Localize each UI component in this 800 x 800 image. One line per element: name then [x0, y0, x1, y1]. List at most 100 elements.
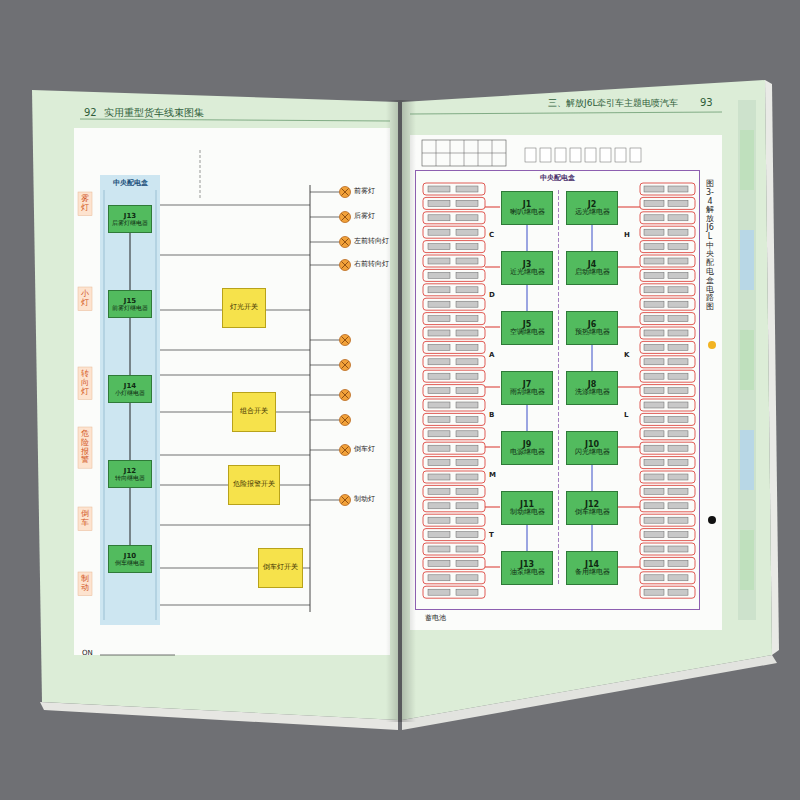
- wire: [617, 507, 640, 508]
- part-label: 右前转向灯: [354, 261, 389, 268]
- fuse-symbol: [644, 272, 664, 278]
- category-cell: [78, 367, 92, 399]
- fuse-symbol: [668, 517, 688, 523]
- wire: [485, 447, 500, 448]
- fuse-box-band: 中央配电盒J13后雾灯继电器J15前雾灯继电器J14小灯继电器J12转向继电器J…: [100, 175, 160, 625]
- fuse-loop: [423, 485, 485, 497]
- fuse-symbol: [644, 402, 664, 408]
- fuse-symbol: [428, 244, 450, 250]
- fuse-loop: [640, 356, 695, 368]
- right-content-area: [410, 135, 722, 630]
- switch-box: 灯光开关: [222, 288, 266, 328]
- fuse-symbol: [428, 546, 450, 552]
- lamp-symbol: [340, 495, 351, 506]
- fuse-symbol: [456, 474, 478, 480]
- fuse-loop: [640, 212, 695, 224]
- fuse-symbol: [456, 316, 478, 322]
- node-text: 洗涤继电器: [575, 389, 610, 396]
- fuse-loop: [640, 485, 695, 497]
- wire: [617, 387, 640, 388]
- fuse-symbol: [456, 287, 478, 293]
- wire-connector: [527, 525, 528, 551]
- fuse-loop: [423, 370, 485, 382]
- fuse-symbol: [644, 517, 664, 523]
- fuse-loop: [423, 514, 485, 526]
- wire: [310, 500, 340, 501]
- node-text: 危险报警开关: [233, 481, 275, 488]
- fuse-symbol: [668, 373, 688, 379]
- page-tab: [740, 330, 754, 390]
- fuse-symbol: [668, 229, 688, 235]
- node-text: J10: [585, 440, 599, 449]
- connector-pin: [630, 148, 641, 162]
- fuse-symbol: [456, 460, 478, 466]
- category-cell: [78, 507, 92, 531]
- marker-dot: [708, 516, 716, 524]
- fuse-symbol: [644, 229, 664, 235]
- fuse-symbol: [428, 200, 450, 206]
- wire: [617, 447, 640, 448]
- node-text: 油泵继电器: [510, 569, 545, 576]
- fuse-loop: [423, 572, 485, 584]
- fuse-symbol: [428, 445, 450, 451]
- fuse-symbol: [456, 330, 478, 336]
- node-text: 闪光继电器: [575, 449, 610, 456]
- wire: [160, 375, 310, 376]
- lamp-symbol: [340, 360, 351, 371]
- node-text: J12: [585, 500, 599, 509]
- fuse-symbol: [456, 416, 478, 422]
- node-text: J12: [124, 467, 136, 475]
- node-text: J10: [124, 552, 136, 560]
- part-label: L: [624, 412, 628, 420]
- fuse-symbol: [668, 589, 688, 595]
- part-label: K: [624, 352, 629, 360]
- switch-box: 危险报警开关: [228, 465, 280, 505]
- wire: [485, 507, 500, 508]
- fuse-symbol: [428, 575, 450, 581]
- part-label: B: [489, 412, 494, 420]
- wire-connector: [130, 233, 131, 290]
- wire: [200, 150, 201, 200]
- page-tab-strip: [738, 100, 756, 620]
- fuse-loop: [640, 572, 695, 584]
- relay-box: J12转向继电器: [108, 460, 152, 488]
- fuse-symbol: [428, 373, 450, 379]
- lamp-cross: [342, 417, 349, 424]
- relay-box: J12倒车继电器: [566, 491, 618, 525]
- node-text: 灯光开关: [230, 304, 258, 311]
- fuse-symbol: [668, 416, 688, 422]
- wire-connector: [527, 405, 528, 431]
- fuse-symbol: [644, 215, 664, 221]
- node-text: 后雾灯继电器: [112, 220, 148, 227]
- fuse-symbol: [668, 546, 688, 552]
- wire: [310, 365, 340, 366]
- fuse-loop: [640, 399, 695, 411]
- fuse-symbol: [668, 474, 688, 480]
- fuse-symbol: [668, 388, 688, 394]
- node-text: 转向继电器: [115, 475, 145, 482]
- fuse-symbol: [668, 215, 688, 221]
- lamp-symbol: [340, 212, 351, 223]
- node-text: J9: [523, 440, 532, 449]
- fuse-symbol: [644, 589, 664, 595]
- fuse-symbol: [644, 344, 664, 350]
- relay-box: J3近光继电器: [501, 251, 553, 285]
- category-cell: [78, 287, 92, 311]
- category-label: 危险报警: [81, 430, 89, 465]
- fuse-symbol: [456, 488, 478, 494]
- fuse-symbol: [428, 560, 450, 566]
- lamp-cross: [342, 189, 349, 196]
- node-text: J2: [588, 200, 597, 209]
- header-rule: [80, 119, 390, 121]
- fuse-symbol: [456, 215, 478, 221]
- fuse-loop: [640, 471, 695, 483]
- fuse-loop: [640, 298, 695, 310]
- connector-pin: [525, 148, 536, 162]
- connector-pin: [570, 148, 581, 162]
- wiring-illustration: [78, 112, 754, 655]
- fuse-symbol: [428, 316, 450, 322]
- wire: [160, 525, 310, 526]
- category-cell: [78, 427, 92, 468]
- category-cell: [78, 192, 92, 216]
